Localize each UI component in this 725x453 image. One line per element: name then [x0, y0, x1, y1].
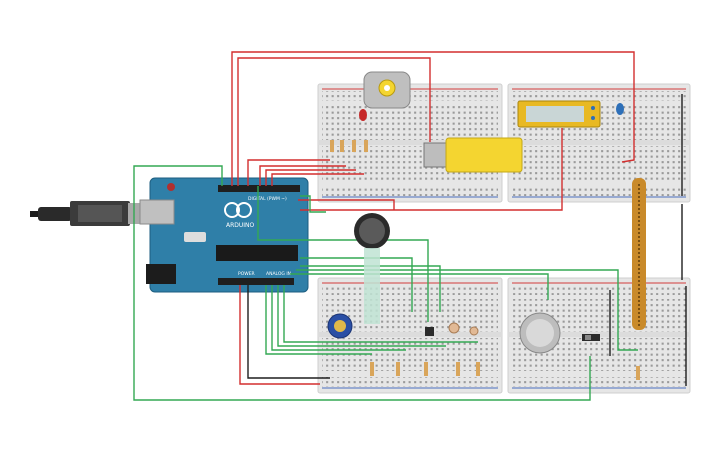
- slide-switch: [582, 334, 600, 341]
- lcd-display: [517, 100, 601, 128]
- digital-header: [218, 185, 300, 192]
- blue-led: [616, 103, 624, 115]
- digital-label: DIGITAL (PWM ~): [248, 196, 287, 202]
- analog-header: [218, 278, 294, 285]
- crystal: [184, 232, 206, 242]
- usb-port: [139, 199, 175, 225]
- reset-button: [167, 183, 175, 191]
- potentiometer: [327, 313, 353, 339]
- arduino-uno-board: ARDUINO DIGITAL (PWM ~) POWER ANALOG IN: [139, 177, 309, 293]
- usb-cable: [30, 201, 154, 226]
- pushbutton: [425, 327, 434, 336]
- flex-sensor: [632, 178, 646, 330]
- dc-motor-round: [363, 71, 411, 109]
- red-led: [359, 109, 367, 121]
- power-label: POWER: [238, 271, 255, 277]
- dc-motor-yellow: [423, 137, 523, 173]
- arduino-brand: ARDUINO: [226, 222, 255, 229]
- force-sensor: [354, 213, 390, 324]
- resistors-top: [330, 140, 368, 152]
- photoresistor: [448, 322, 479, 336]
- resistors-bottom: [370, 362, 640, 380]
- analog-label: ANALOG IN: [266, 271, 291, 277]
- gas-sensor: [519, 312, 561, 354]
- atmega-chip: [216, 245, 298, 261]
- power-jack: [146, 264, 176, 284]
